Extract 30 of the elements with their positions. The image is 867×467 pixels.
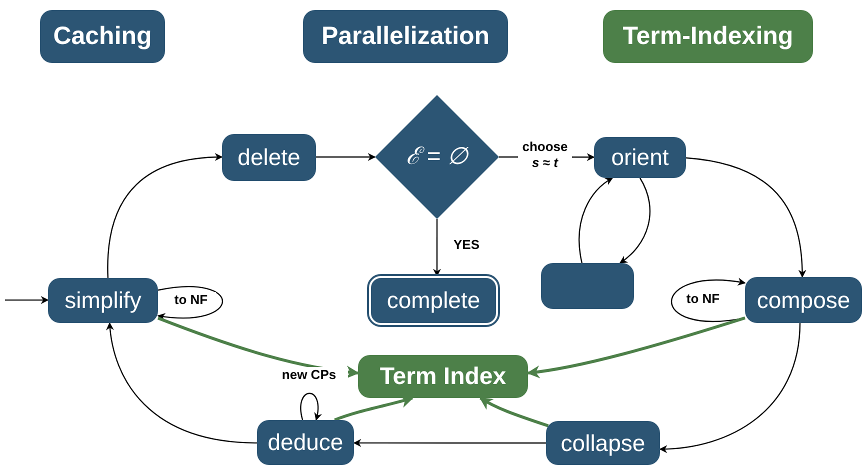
terminal-box: complete (369, 276, 498, 325)
thick-arrow (526, 316, 746, 378)
arrow (5, 296, 49, 304)
loop-arrow (300, 392, 322, 421)
process-box: compose (745, 277, 862, 323)
loop-arrow (671, 278, 746, 322)
arrow (432, 219, 441, 277)
process-box (541, 263, 634, 309)
thick-arrow (479, 396, 549, 428)
arrow (107, 153, 223, 278)
process-box: simplify (48, 278, 158, 323)
arrow (686, 157, 806, 278)
process-box: deduce (257, 420, 354, 465)
arrow (316, 153, 376, 161)
index-box: Term Index (358, 355, 528, 398)
arrow (619, 178, 651, 264)
thick-arrow (334, 395, 414, 422)
process-box: orient (594, 137, 686, 178)
arrow (659, 322, 801, 453)
arrow (353, 438, 546, 447)
heading-box: Caching (40, 10, 165, 63)
process-box: delete (222, 134, 316, 181)
thick-arrow (157, 316, 360, 378)
heading-box: Parallelization (303, 10, 508, 63)
heading-box: Term-Indexing (603, 10, 813, 63)
loop-arrow (157, 286, 223, 321)
arrow (578, 178, 614, 264)
arrow (106, 322, 258, 444)
decision-diamond: ℰ = ∅ (375, 95, 499, 219)
process-box: collapse (546, 421, 660, 465)
